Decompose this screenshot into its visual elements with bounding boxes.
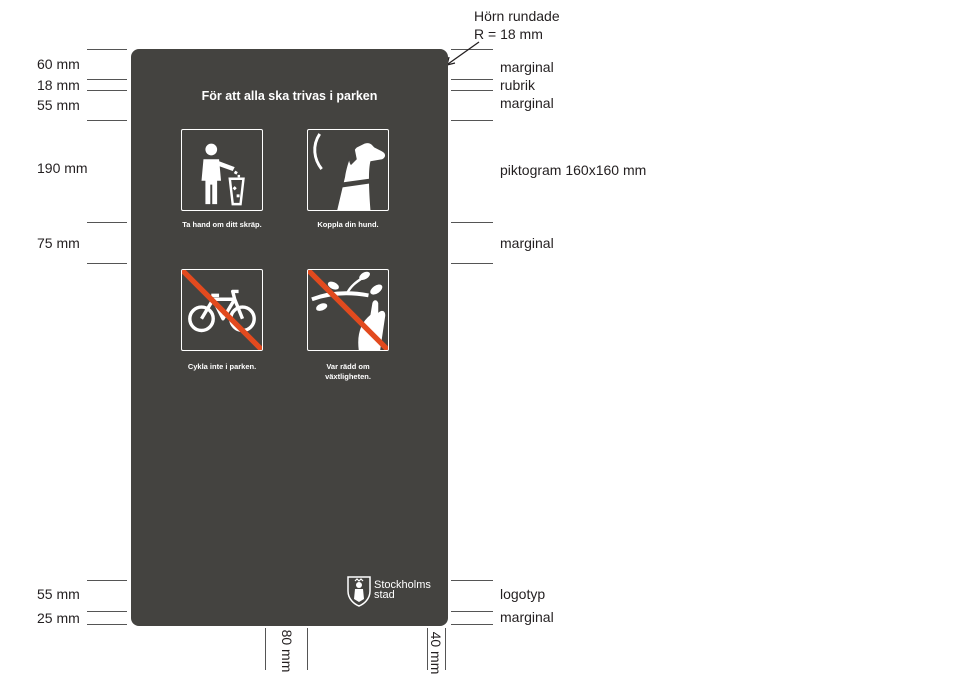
label-pictogram-size: piktogram 160x160 mm — [500, 162, 647, 178]
dim-line — [87, 120, 127, 121]
prohibition-slash — [308, 270, 388, 350]
logo-text-line2: stad — [374, 589, 395, 601]
label-top-margin: marginal — [500, 59, 554, 75]
dim-label-heading-height: 18 mm — [37, 77, 80, 93]
caption-plants-line2: växtligheten. — [325, 372, 371, 381]
logo-text-line1: Stockholms — [374, 579, 431, 591]
corner-arrow-icon — [446, 41, 480, 66]
caption-dog: Koppla din hund. — [317, 220, 379, 229]
dim-line — [265, 628, 266, 670]
dim-line — [87, 90, 127, 91]
sign-title: För att alla ska trivas i parken — [201, 89, 378, 103]
dim-line — [451, 49, 493, 50]
label-row-margin: marginal — [500, 235, 554, 251]
corner-radius-label-line1: Hörn rundade — [474, 8, 560, 24]
dim-line — [451, 222, 493, 223]
dim-line — [451, 90, 493, 91]
dim-label-top-margin: 60 mm — [37, 56, 80, 72]
dim-line — [451, 580, 493, 581]
dim-line — [451, 263, 493, 264]
label-heading-margin: marginal — [500, 95, 554, 111]
dim-label-heading-margin: 55 mm — [37, 97, 80, 113]
stockholm-shield-icon — [347, 576, 371, 607]
dim-label-logo-height: 55 mm — [37, 586, 80, 602]
bicycle-icon — [181, 269, 263, 351]
dim-line — [87, 611, 127, 612]
dim-label-bottom-margin: 25 mm — [37, 610, 80, 626]
corner-radius-label-line2: R = 18 mm — [474, 26, 543, 42]
park-sign: För att alla ska trivas i parken Ta hand… — [131, 49, 448, 626]
dim-line — [87, 222, 127, 223]
dim-label-row-margin: 75 mm — [37, 235, 80, 251]
caption-bicycle: Cykla inte i parken. — [187, 362, 257, 371]
dim-label-pictogram-height: 190 mm — [37, 160, 88, 176]
caption-litter: Ta hand om ditt skräp. — [182, 220, 262, 229]
dim-line — [451, 624, 493, 625]
dim-line — [87, 624, 127, 625]
label-logotype: logotyp — [500, 586, 546, 602]
label-heading: rubrik — [500, 77, 536, 93]
dim-line — [451, 611, 493, 612]
caption-plants-line1: Var rädd om — [326, 362, 370, 371]
dog-on-leash-icon — [307, 129, 389, 211]
dim-line — [87, 79, 127, 80]
dim-line — [451, 120, 493, 121]
prohibition-slash — [182, 270, 262, 350]
dim-line — [87, 49, 127, 50]
hand-breaking-branch-icon — [307, 269, 389, 351]
dim-label-right-margin: 40 mm — [428, 631, 444, 675]
dim-line — [445, 628, 446, 670]
dim-line — [87, 580, 127, 581]
dim-line — [451, 79, 493, 80]
dim-line — [87, 263, 127, 264]
label-bottom-margin: marginal — [500, 609, 554, 625]
dim-label-logo-offset: 80 mm — [279, 629, 295, 673]
dim-line — [307, 628, 308, 670]
litter-bin-icon — [181, 129, 263, 211]
dim-line — [427, 628, 428, 670]
